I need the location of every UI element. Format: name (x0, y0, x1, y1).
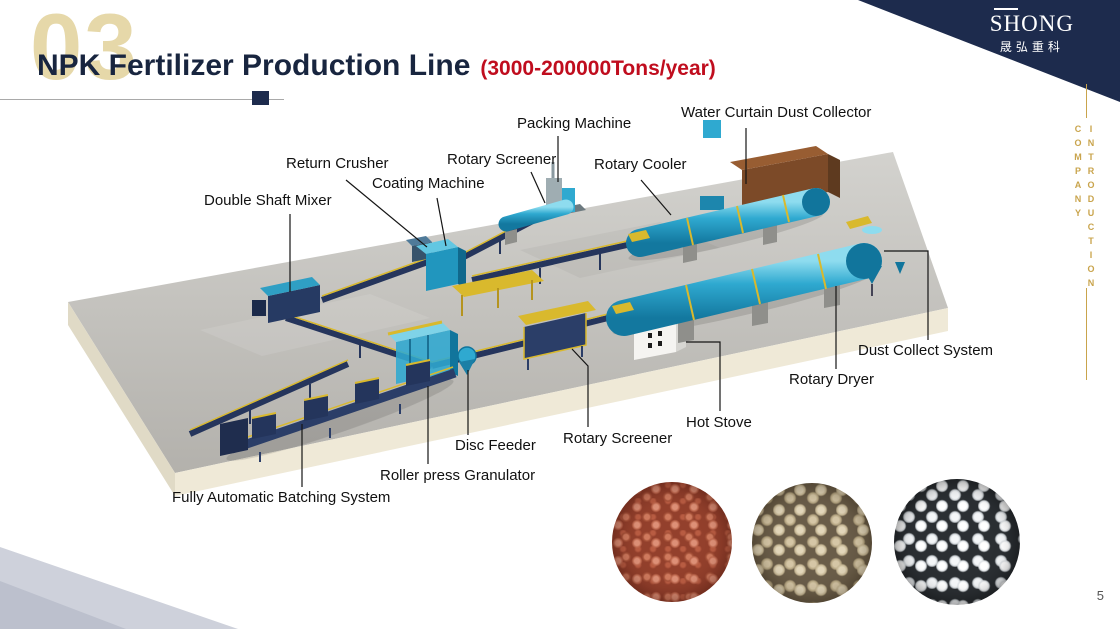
chimney-water-curtain-unit (700, 120, 724, 210)
label-rotary-screener-bottom: Rotary Screener (563, 430, 673, 447)
coating-machine-unit (416, 239, 466, 291)
title-divider-line (0, 99, 284, 100)
label-hot-stove: Hot Stove (686, 414, 752, 431)
rail-line-top (1086, 84, 1087, 118)
disc-feeder-unit (457, 346, 477, 375)
dust-collect-unit (846, 216, 906, 296)
photo-red-fertilizer-granules (612, 482, 732, 602)
photo-white-fertilizer-granules (894, 479, 1020, 605)
label-double-shaft-mixer: Double Shaft Mixer (204, 192, 332, 209)
label-dust-collect-system: Dust Collect System (858, 342, 994, 359)
batching-system-unit (220, 359, 457, 462)
logo-accent-bar (993, 8, 1018, 10)
rail-word-company: COMPANY (1073, 124, 1083, 222)
capacity-subtitle: (3000-200000Tons/year) (480, 57, 716, 80)
label-packing-machine: Packing Machine (517, 115, 632, 132)
logo-wordmark: SHONG (989, 11, 1074, 36)
label-rotary-dryer: Rotary Dryer (789, 371, 875, 388)
label-rotary-cooler: Rotary Cooler (594, 156, 687, 173)
label-roller-press-granulator: Roller press Granulator (380, 467, 536, 484)
label-rotary-screener-top: Rotary Screener (447, 151, 557, 168)
service-platform (452, 270, 544, 316)
page-title: NPK Fertilizer Production Line (37, 49, 471, 82)
label-disc-feeder: Disc Feeder (455, 437, 536, 454)
logo-chinese-text: 晟弘重科 (999, 40, 1064, 54)
rotary-screener-top-unit (498, 199, 574, 245)
page-number: 5 (1096, 588, 1104, 603)
label-coating-machine: Coating Machine (372, 175, 485, 192)
rail-word-introduction: INTRODUCTION (1086, 124, 1096, 292)
rail-line-bottom (1086, 288, 1087, 380)
label-return-crusher: Return Crusher (286, 155, 389, 172)
company-introduction-rail: COMPANY INTRODUCTION (1073, 124, 1096, 292)
rotary-cooler-drum (626, 188, 830, 263)
label-fully-automatic-batching-system: Fully Automatic Batching System (172, 489, 391, 506)
photo-beige-fertilizer-granules (752, 483, 872, 603)
rotary-screener-bottom-unit (518, 301, 596, 370)
label-water-curtain-dust-collector: Water Curtain Dust Collector (681, 104, 872, 121)
section-number-watermark: 03 (30, 0, 139, 99)
brand-logo: SHONG 晟弘重科 (990, 8, 1074, 55)
divider-accent-square (252, 91, 269, 105)
title-row: NPK Fertilizer Production Line (3000-2000… (37, 49, 716, 83)
leader-lines (289, 128, 929, 487)
